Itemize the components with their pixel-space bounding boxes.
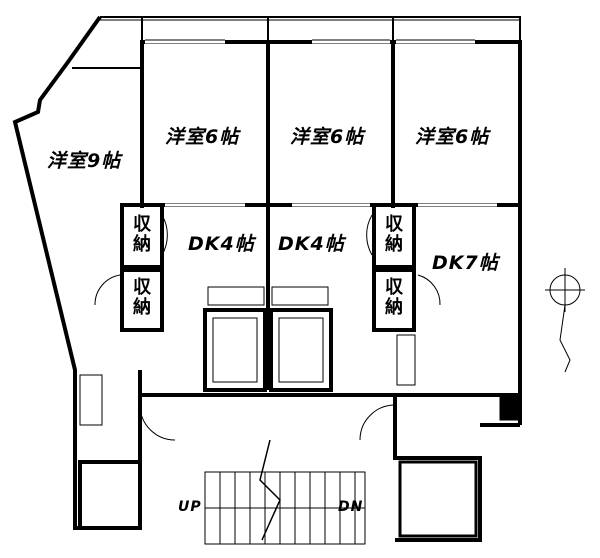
left-outer-wall: [12, 15, 140, 530]
stairs-up-label: UP: [178, 499, 202, 515]
stairs-down-label: DN: [338, 499, 364, 515]
balcony: [100, 16, 521, 40]
staircase: [204, 439, 366, 545]
storage-label: 収納: [133, 277, 151, 318]
storage-label: 収納: [385, 214, 403, 255]
room-label-western-6a: 洋室6帖: [165, 126, 240, 148]
room-label-western-9: 洋室9帖: [47, 150, 122, 172]
storage-label: 収納: [385, 277, 403, 318]
room-label-western-6c: 洋室6帖: [415, 126, 490, 148]
storage-label: 収納: [133, 214, 151, 255]
north-compass-icon: [545, 268, 585, 373]
room-label-western-6b: 洋室6帖: [290, 126, 365, 148]
room-label-dk7: DK7帖: [432, 252, 499, 274]
room-label-dk4b: DK4帖: [278, 233, 345, 255]
room-label-dk4a: DK4帖: [188, 233, 255, 255]
